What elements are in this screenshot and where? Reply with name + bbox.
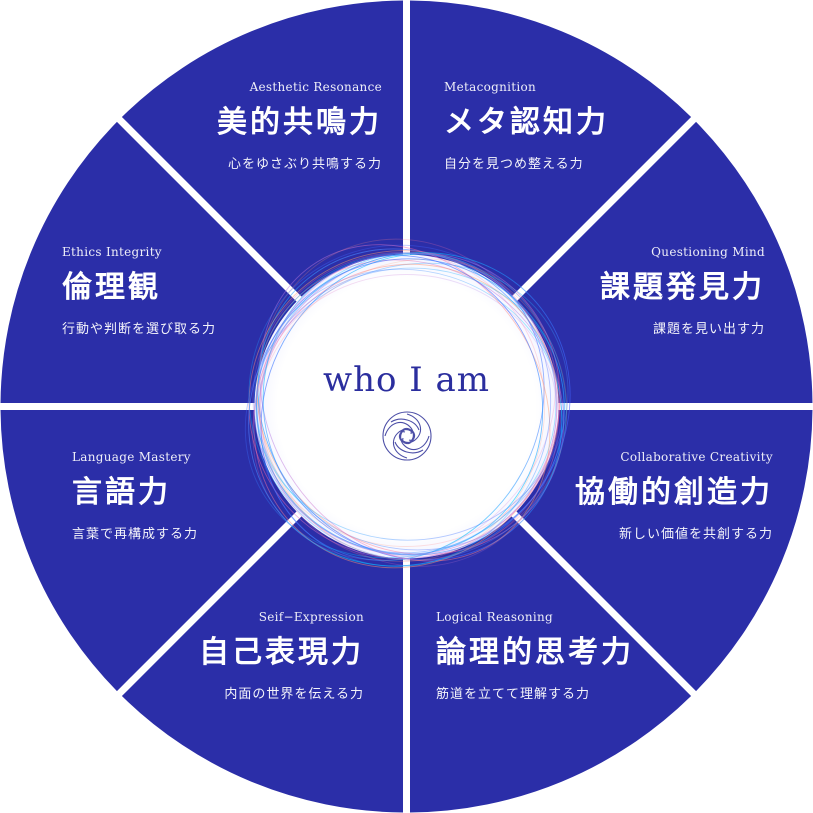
swirl-stroke	[258, 263, 560, 556]
swirl-logo-icon	[382, 411, 432, 461]
center-disc	[254, 254, 559, 559]
segment-description: 新しい価値を共創する力	[618, 527, 773, 542]
segment-japanese-name: 倫理観	[62, 270, 161, 305]
swirl-stroke	[248, 244, 567, 561]
segment-description: 筋道を立てて理解する力	[436, 687, 591, 702]
segment-logical	[121, 515, 404, 813]
segment-label-questioning: Questioning Mind 課題発見力課題を見い出す力	[600, 245, 765, 337]
segment-description: 行動や判断を選び取る力	[62, 322, 217, 337]
segment-description: 自分を見つめ整える力	[444, 157, 584, 172]
segment-expression	[0, 410, 298, 692]
segment-english-name: Seif−Expression	[258, 610, 364, 624]
segment-label-metacognition: Metacognition メタ認知力自分を見つめ整える力	[444, 80, 609, 172]
swirl-stroke	[244, 262, 569, 559]
segment-label-aesthetic: Aesthetic Resonance 美的共鳴力心をゆさぶり共鳴する力	[217, 80, 382, 172]
segment-label-logical: Logical Reasoning 論理的思考力筋道を立てて理解する力	[436, 610, 634, 702]
center-title: who I am	[322, 360, 491, 400]
swirl-stroke	[259, 252, 562, 561]
segment-language	[0, 121, 298, 404]
segment-japanese-name: 課題発見力	[600, 270, 765, 305]
segment-metacognition	[515, 121, 813, 404]
swirl-stroke	[255, 267, 565, 541]
segment-english-name: Aesthetic Resonance	[249, 80, 382, 94]
segment-ethics	[121, 0, 404, 298]
segment-japanese-name: 論理的思考力	[436, 635, 634, 670]
segment-english-name: Metacognition	[444, 80, 537, 94]
segment-description: 内面の世界を伝える力	[224, 687, 364, 702]
segment-description: 心をゆさぶり共鳴する力	[227, 157, 382, 172]
segment-japanese-name: 美的共鳴力	[217, 105, 382, 140]
segment-english-name: Questioning Mind	[651, 245, 765, 259]
segment-english-name: Collaborative Creativity	[620, 450, 773, 464]
segment-collaborative	[410, 515, 692, 813]
segment-description: 言葉で再構成する力	[72, 527, 199, 542]
swirl-stroke	[252, 251, 568, 557]
segment-label-ethics: Ethics Integrity 倫理観行動や判断を選び取る力	[62, 245, 216, 337]
swirl-stroke	[248, 252, 571, 567]
segment-label-language: Language Mastery 言語力言葉で再構成する力	[72, 450, 198, 542]
swirl-stroke	[259, 244, 551, 562]
segment-description: 課題を見い出す力	[652, 322, 765, 337]
segment-japanese-name: 言語力	[72, 475, 171, 510]
swirl-stroke	[257, 252, 552, 567]
segment-english-name: Ethics Integrity	[62, 245, 162, 259]
segment-english-name: Language Mastery	[72, 450, 191, 464]
segment-label-expression: Seif−Expression 自己表現力内面の世界を伝える力	[199, 610, 364, 702]
swirl-ring	[244, 238, 571, 569]
segment-japanese-name: メタ認知力	[444, 105, 609, 140]
segment-questioning	[515, 410, 813, 692]
segment-aesthetic	[410, 0, 692, 298]
segment-label-collaborative: Collaborative Creativity 協働的創造力新しい価値を共創する…	[575, 450, 773, 542]
segment-english-name: Logical Reasoning	[436, 610, 553, 624]
segment-japanese-name: 協働的創造力	[575, 475, 773, 510]
segment-japanese-name: 自己表現力	[199, 635, 364, 670]
